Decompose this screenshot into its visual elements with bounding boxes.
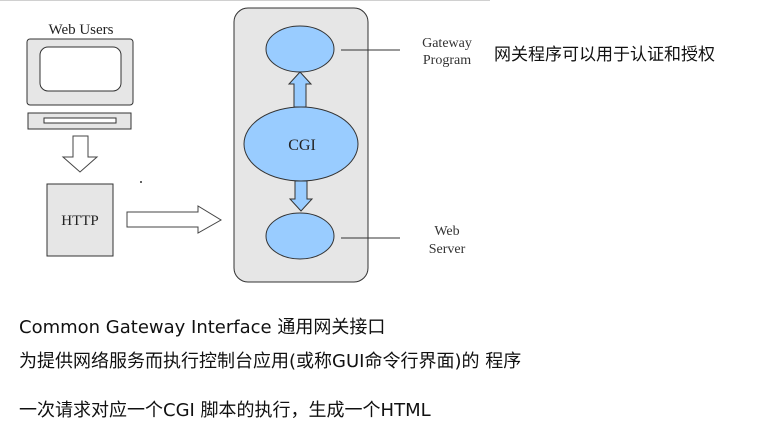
web-users-label: Web Users (48, 22, 113, 38)
down-arrow-to-http (61, 135, 99, 173)
gateway-program-ellipse (265, 25, 335, 73)
gateway-program-label-line1: Gateway (422, 36, 472, 51)
description-line-3: 一次请求对应一个CGI 脚本的执行，生成一个HTML (19, 400, 431, 421)
right-arrow-to-server (126, 205, 222, 234)
description-line-1: Common Gateway Interface 通用网关接口 (19, 317, 386, 338)
web-server-ellipse (265, 212, 335, 260)
web-server-label-line2: Server (429, 242, 466, 257)
down-arrow-to-web-server (288, 180, 314, 212)
monitor-screen (39, 46, 122, 92)
cgi-label: CGI (288, 137, 316, 154)
floppy-slot (43, 117, 117, 124)
web-server-label-line1: Web (434, 224, 459, 239)
http-box (46, 183, 114, 257)
stray-dot (140, 181, 142, 183)
gateway-program-label-line2: Program (423, 53, 471, 68)
gateway-auth-note: 网关程序可以用于认证和授权 (494, 45, 715, 65)
description-line-2: 为提供网络服务而执行控制台应用(或称GUI命令行界面)的 程序 (19, 351, 522, 372)
http-label: HTTP (61, 213, 99, 229)
cgi-architecture-diagram: Web Users HTTP CGI Gateway Program Web S… (0, 0, 490, 283)
computer-icon (26, 38, 134, 130)
